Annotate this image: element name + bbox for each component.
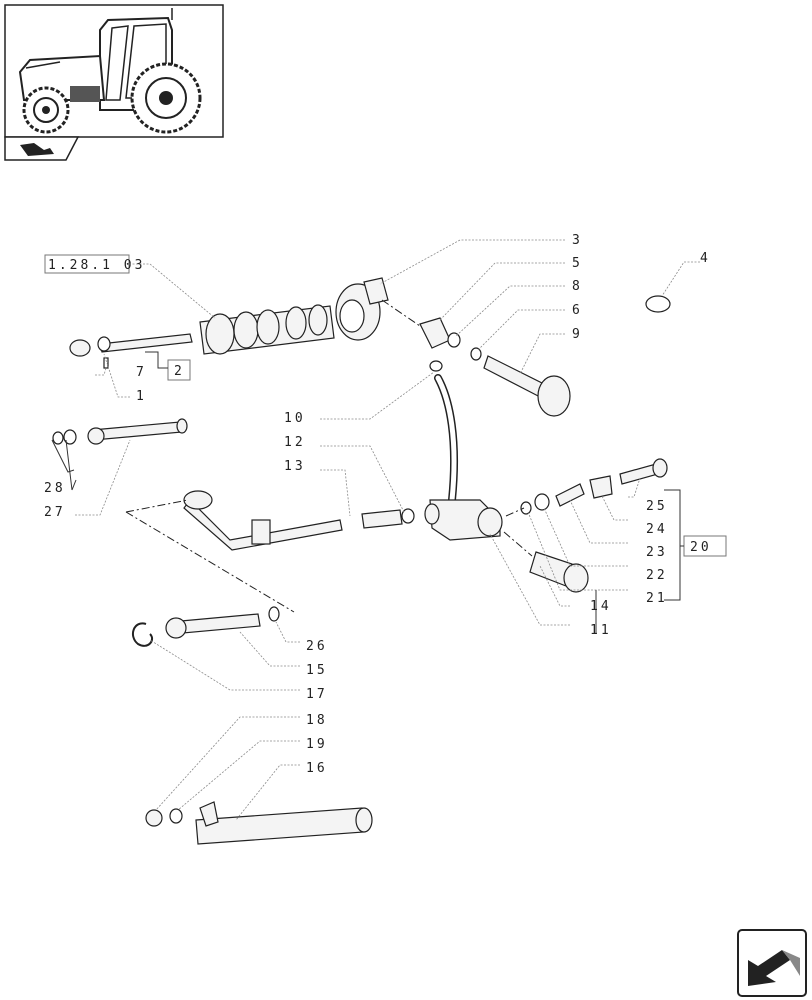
callout-4: 4 (700, 251, 711, 266)
callout-1: 1 (136, 389, 147, 404)
splined-shaft (199, 304, 335, 355)
part-14-fitting (529, 551, 589, 593)
catalog-flag-icon (4, 136, 80, 161)
leader-lines (75, 239, 700, 821)
callout-18: 18 (306, 713, 328, 728)
callout-12: 12 (284, 435, 306, 450)
callout-14: 14 (590, 599, 612, 614)
assembly-line-c (125, 499, 189, 513)
callout-17: 17 (306, 687, 328, 702)
part-12-ring (401, 508, 415, 524)
part-23-spring (555, 483, 585, 507)
callout-8: 8 (572, 279, 583, 294)
callout-5: 5 (572, 256, 583, 271)
callout-23: 23 (646, 545, 668, 560)
bracket-ref-2 (145, 351, 168, 369)
callout-10: 10 (284, 411, 306, 426)
part-13-lever-arm (183, 490, 343, 551)
assembly-line-e (503, 531, 533, 557)
part-16-tube (195, 801, 373, 845)
callout-24: 24 (646, 522, 668, 537)
tractor-thumbnail-icon (4, 4, 224, 138)
ref-2-label: 2 (174, 364, 185, 379)
callout-13: 13 (284, 459, 306, 474)
part-22-washer (534, 493, 550, 511)
assembly-line-b (125, 511, 295, 613)
part-5-block (419, 317, 451, 349)
part-8-washer (447, 332, 461, 348)
part-17-clip (131, 622, 154, 647)
part-15-shaft (165, 613, 261, 639)
callout-11: 11 (590, 623, 612, 638)
next-page-arrow-icon[interactable] (737, 929, 807, 997)
part-28-washers (52, 429, 77, 445)
callout-21: 21 (646, 591, 668, 606)
callout-7: 7 (136, 365, 147, 380)
ref-20-label: 20 (690, 540, 712, 555)
part-1-pin (69, 333, 193, 357)
part-27-rod (87, 418, 188, 445)
callout-27: 27 (44, 505, 66, 520)
part-18-washer (145, 809, 163, 827)
part-10-ring (429, 360, 443, 372)
callout-25: 25 (646, 499, 668, 514)
assembly-line-d (505, 507, 525, 517)
part-11-valve-body (424, 499, 503, 541)
callout-3: 3 (572, 233, 583, 248)
part-19-washer (169, 808, 183, 824)
bracket-28b (51, 439, 75, 473)
part-4-ring (645, 295, 671, 313)
ref-box-2 (167, 359, 191, 381)
part-6-ring (470, 347, 482, 361)
assembly-line-a (381, 299, 421, 327)
part-24-bushing (589, 475, 613, 499)
ref-main-label: 1.28.1 03 (48, 258, 145, 273)
bracket-28 (65, 439, 77, 491)
part-9-pin (483, 355, 571, 417)
callout-15: 15 (306, 663, 328, 678)
part-3-bearing (335, 277, 389, 341)
part-21-ring (520, 501, 532, 515)
callout-19: 19 (306, 737, 328, 752)
part-12-tube (361, 509, 403, 529)
callout-26: 26 (306, 639, 328, 654)
part-26-ring (268, 606, 280, 622)
callout-28: 28 (44, 481, 66, 496)
part-7-pin (103, 357, 109, 369)
bracket-20 (664, 489, 681, 601)
callout-16: 16 (306, 761, 328, 776)
part-25-bolt (619, 458, 668, 485)
callout-6: 6 (572, 303, 583, 318)
callout-22: 22 (646, 568, 668, 583)
callout-9: 9 (572, 327, 583, 342)
